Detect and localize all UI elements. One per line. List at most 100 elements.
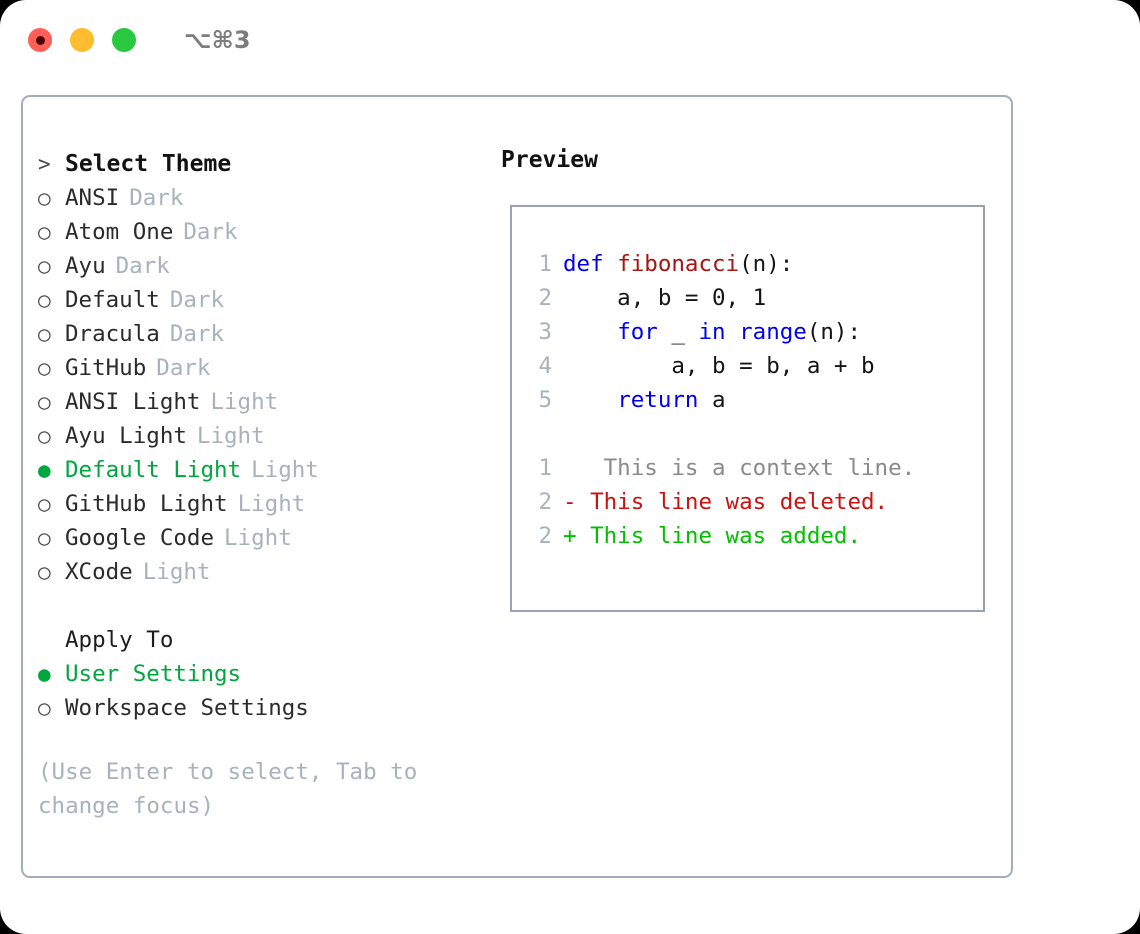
theme-variant-tag: Dark <box>169 321 225 347</box>
code-token <box>563 319 617 345</box>
theme-variant-tag: Light <box>224 525 292 551</box>
window-titlebar: ⌥⌘3 <box>0 0 1140 80</box>
radio-unselected-icon: ○ <box>38 696 51 720</box>
diff-line-text: This is a context line. <box>563 455 916 481</box>
theme-variant-tag: Light <box>251 457 319 483</box>
theme-option-ayu-light[interactable]: ○ Ayu Light Light <box>38 419 478 453</box>
radio-unselected-icon: ○ <box>38 526 51 550</box>
code-line: 3 for _ in range(n): <box>526 315 915 349</box>
theme-option-atom-one[interactable]: ○ Atom One Dark <box>38 215 478 249</box>
theme-option-xcode[interactable]: ○ XCode Light <box>38 555 478 589</box>
theme-option-label: Default Light <box>65 457 242 483</box>
apply-to-label: Apply To <box>65 627 174 653</box>
code-line-text: a, b = b, a + b <box>552 349 875 383</box>
code-line: 2 a, b = 0, 1 <box>526 281 915 315</box>
code-line: 4 a, b = b, a + b <box>526 349 915 383</box>
theme-variant-tag: Dark <box>156 355 211 381</box>
minimize-button[interactable] <box>70 28 94 52</box>
radio-unselected-icon: ○ <box>38 220 51 244</box>
line-number: 5 <box>538 387 552 413</box>
theme-option-github[interactable]: ○ GitHub Dark <box>38 351 478 385</box>
preview-title: Preview <box>501 147 598 173</box>
window-controls <box>28 28 136 52</box>
select-theme-header: > Select Theme <box>38 147 478 181</box>
theme-option-google-code[interactable]: ○ Google Code Light <box>38 521 478 555</box>
cursor-prompt-icon: > <box>38 152 51 176</box>
code-token: for <box>617 319 658 345</box>
code-token: a, b = 0, 1 <box>563 285 767 311</box>
line-number: 1 <box>538 455 552 481</box>
code-blank-line <box>526 417 915 451</box>
theme-option-label: Ayu Light <box>65 423 187 449</box>
code-token: return <box>617 387 699 413</box>
apply-to-option-label: User Settings <box>65 661 242 687</box>
radio-unselected-icon: ○ <box>38 356 51 380</box>
theme-option-ansi-light[interactable]: ○ ANSI Light Light <box>38 385 478 419</box>
code-token: fibonacci <box>617 251 740 277</box>
code-token <box>563 387 617 413</box>
zoom-button[interactable] <box>112 28 136 52</box>
code-token: range <box>739 319 807 345</box>
theme-option-ansi[interactable]: ○ ANSI Dark <box>38 181 478 215</box>
radio-unselected-icon: ○ <box>38 424 51 448</box>
apply-to-option-workspace-settings[interactable]: ○ Workspace Settings <box>38 691 478 725</box>
theme-option-label: ANSI <box>65 185 120 211</box>
radio-unselected-icon: ○ <box>38 390 51 414</box>
apply-to-options: ● User Settings ○ Workspace Settings <box>38 657 478 725</box>
code-line-text: a, b = 0, 1 <box>552 281 766 315</box>
radio-unselected-icon: ○ <box>38 560 51 584</box>
theme-option-label: GitHub <box>65 355 147 381</box>
theme-option-dracula[interactable]: ○ Dracula Dark <box>38 317 478 351</box>
diff-line-add: 2+ This line was added. <box>526 519 915 553</box>
theme-option-label: Dracula <box>65 321 160 347</box>
code-token: def <box>563 251 618 277</box>
radio-unselected-icon: ○ <box>38 254 51 278</box>
code-token: _ <box>657 319 699 345</box>
code-line-text: for _ in range(n): <box>552 315 861 349</box>
radio-selected-icon: ● <box>38 662 51 686</box>
radio-unselected-icon: ○ <box>38 288 51 312</box>
radio-unselected-icon: ○ <box>38 492 51 516</box>
line-number: 2 <box>538 285 552 311</box>
theme-variant-tag: Light <box>196 423 265 449</box>
theme-variant-tag: Dark <box>183 219 238 245</box>
apply-to-option-label: Workspace Settings <box>65 695 309 721</box>
line-number: 4 <box>538 353 552 379</box>
code-token: in <box>698 319 726 345</box>
radio-selected-icon: ● <box>38 458 51 482</box>
list-spacer <box>38 589 478 623</box>
radio-unselected-icon: ○ <box>38 186 51 210</box>
code-token: a, b = b, a + b <box>563 353 875 379</box>
theme-option-default-light[interactable]: ● Default Light Light <box>38 453 478 487</box>
diff-line-del: 2 - This line was deleted. <box>526 485 915 519</box>
theme-option-label: Default <box>65 287 160 313</box>
radio-unselected-icon: ○ <box>38 322 51 346</box>
keyboard-hint-text: (Use Enter to select, Tab to change focu… <box>38 759 431 819</box>
theme-variant-tag: Light <box>142 559 211 585</box>
code-token <box>726 319 740 345</box>
theme-variant-tag: Light <box>210 389 279 415</box>
theme-option-label: GitHub Light <box>65 491 228 517</box>
theme-option-label: Google Code <box>65 525 215 551</box>
theme-option-label: Atom One <box>65 219 174 245</box>
theme-option-label: XCode <box>65 559 133 585</box>
apply-to-option-user-settings[interactable]: ● User Settings <box>38 657 478 691</box>
code-line-text: def fibonacci(n): <box>552 247 793 281</box>
theme-option-label: ANSI Light <box>65 389 201 415</box>
code-line-text: return a <box>552 383 725 417</box>
line-number: 1 <box>538 251 552 277</box>
apply-to-header: Apply To <box>38 623 478 657</box>
line-number: 2 <box>538 489 552 515</box>
diff-line-text: - This line was deleted. <box>563 489 889 515</box>
theme-variant-tag: Dark <box>129 185 184 211</box>
close-button[interactable] <box>28 28 52 52</box>
diff-line-text: + This line was added. <box>563 523 862 549</box>
